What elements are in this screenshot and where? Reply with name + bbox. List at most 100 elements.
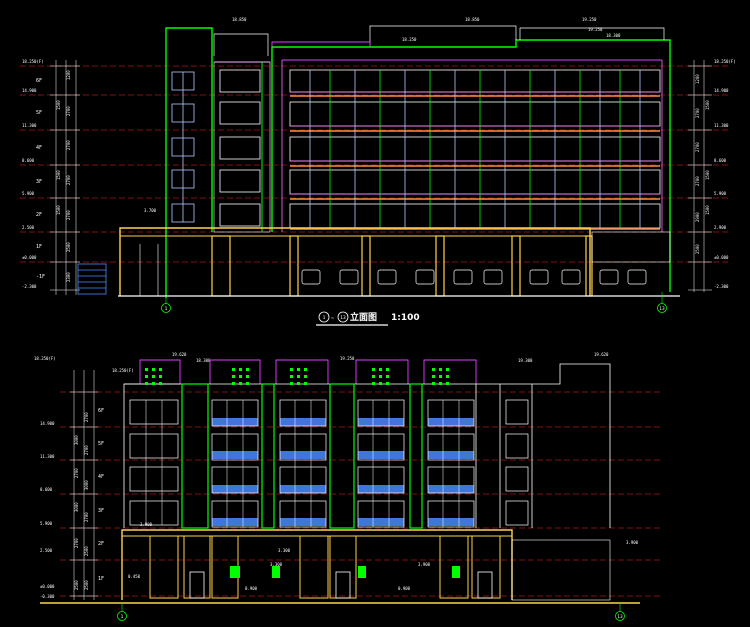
upper-left-dimension-chain — [50, 60, 80, 295]
dim-value: 1200 — [66, 70, 71, 80]
elevation-mark: 18.250(F) — [34, 356, 56, 361]
axis-bubble — [161, 303, 171, 313]
dim-value: 2700 — [66, 175, 71, 185]
dim-value: 1500 — [56, 100, 61, 110]
upper-parking-cars — [301, 269, 647, 285]
dim-value: 2700 — [84, 412, 89, 422]
elevation-mark: ±0.000 — [40, 584, 55, 589]
dim-value: 1500 — [705, 100, 710, 110]
upper-top-elevations: 18.850 18.850 19.250 18.250 19.250 18.30… — [232, 17, 621, 42]
dim-value: 2700 — [74, 468, 79, 478]
floor-label: 3F — [36, 179, 42, 185]
lower-left-elevations: 18.250(F) 14.900 11.300 8.600 5.900 2.50… — [34, 356, 56, 599]
floor-label: 6F — [36, 78, 42, 84]
lower-floor-labels: 6F 5F 4F 3F 2F 1F — [98, 408, 104, 582]
ground-mark: 3.900 — [418, 562, 431, 567]
dim-value: 2700 — [695, 142, 700, 152]
dim-value: 2700 — [84, 445, 89, 455]
upper-floor-lines — [20, 65, 730, 263]
elevation-mark: 11.300 — [40, 454, 55, 459]
elevation-mark: 19.300 — [518, 358, 533, 363]
elevation-mark: -0.300 — [40, 594, 55, 599]
title-separator: ~ — [331, 316, 334, 322]
dim-value: 2300 — [66, 272, 71, 282]
lower-building-outline — [123, 359, 611, 528]
title-axis-end: 13 — [340, 315, 346, 321]
elevation-mark: 14.900 — [40, 421, 55, 426]
elevation-mark: 19.250 — [582, 17, 597, 22]
upper-facade-windows — [219, 69, 661, 230]
dim-value: 2700 — [66, 140, 71, 150]
elevation-mark: 14.900 — [22, 88, 37, 93]
lower-rooftop-vents — [145, 368, 449, 385]
floor-label: 2F — [36, 212, 42, 218]
elevation-mark: 18.250 — [402, 37, 417, 42]
elevation-mark: 5.900 — [22, 191, 35, 196]
elevation-mark: 18.250(F) — [112, 368, 134, 373]
axis-label: 1 — [165, 306, 168, 312]
elevation-mark: 14.900 — [714, 88, 729, 93]
dim-value: 2500 — [695, 244, 700, 254]
upper-entrance-stairs — [77, 263, 107, 295]
elevation-title: 立面图 — [350, 311, 377, 323]
floor-label: 4F — [36, 145, 42, 151]
elevation-mark: 2.500 — [22, 225, 35, 230]
dim-value: 2700 — [66, 210, 71, 220]
elevation-mark: -2.300 — [714, 284, 729, 289]
lower-left-dimension-chain — [70, 370, 98, 600]
floor-label: 5F — [36, 110, 42, 116]
elevation-mark: 18.250(F) — [714, 59, 736, 64]
canopy-elevation: 3.900 — [626, 540, 639, 545]
axis-bubble — [657, 303, 667, 313]
upper-floor-labels: 6F 5F 4F 3F 2F 1F -1F — [36, 78, 45, 280]
upper-stair-windows — [171, 71, 195, 223]
upper-title-block: 1 ~ 13 立面图 1:100 — [316, 311, 420, 326]
dim-value: 1500 — [56, 205, 61, 215]
upper-left-elevations: 18.250(F) 14.900 11.300 8.600 5.900 2.50… — [22, 59, 44, 289]
elevation-mark: 11.300 — [714, 123, 729, 128]
elevation-mark: 2.900 — [714, 225, 727, 230]
lower-floor-lines — [60, 391, 660, 597]
elevation-mark: 8.600 — [22, 158, 35, 163]
floor-label: 4F — [98, 474, 104, 480]
upper-building-outline — [165, 25, 671, 298]
axis-bubble — [615, 611, 625, 621]
dim-value: 2500 — [84, 546, 89, 556]
dim-value: 2500 — [84, 580, 89, 590]
upper-axis-markers: 1 13 — [161, 292, 667, 313]
dim-value: 1500 — [56, 170, 61, 180]
elevation-mark: 18.850 — [465, 17, 480, 22]
floor-label: 5F — [98, 441, 104, 447]
elevation-mark: 18.300 — [196, 358, 211, 363]
elevation-mark: 18.850 — [232, 17, 247, 22]
dim-value: 3000 — [74, 502, 79, 512]
axis-bubble — [117, 611, 127, 621]
lower-canopy-labels: 3.900 3.900 0.450 3.300 3.300 0.900 3.90… — [128, 522, 639, 591]
elevation-mark: ±0.000 — [714, 255, 729, 260]
lower-left-dim-values: 2700 2700 3000 2700 3000 2700 3000 2700 … — [74, 412, 89, 590]
lower-axis-markers: 1 13 — [117, 603, 625, 621]
elevation-mark: 19.250 — [340, 356, 355, 361]
floor-label: 1F — [36, 244, 42, 250]
elevation-mark: 8.600 — [714, 158, 727, 163]
axis-label: 13 — [617, 614, 623, 620]
dim-value: 2500 — [74, 580, 79, 590]
ground-mark: 0.900 — [245, 586, 258, 591]
elevation-scale: 1:100 — [391, 313, 420, 323]
lower-top-elevations: 18.250(F) 19.620 18.300 19.250 19.300 19… — [112, 352, 609, 373]
title-axis-start: 1 — [323, 315, 326, 321]
lower-podium-green-panels — [230, 566, 460, 578]
dim-value: 2700 — [84, 512, 89, 522]
axis-label: 1 — [121, 614, 124, 620]
upper-elevation: 1200 2700 2700 2700 2700 2500 2300 1500 … — [20, 17, 736, 326]
ground-mark: 3.300 — [270, 562, 283, 567]
dim-value: 2700 — [66, 106, 71, 116]
dim-value: 2700 — [695, 176, 700, 186]
elevation-mark: 2.500 — [40, 548, 53, 553]
floor-label: 2F — [98, 541, 104, 547]
elevation-mark: 5.900 — [40, 521, 53, 526]
upper-left-dim-values: 1200 2700 2700 2700 2700 2500 2300 1500 … — [56, 70, 71, 282]
lower-elevation: 2700 2700 3000 2700 3000 2700 3000 2700 … — [34, 352, 660, 621]
floor-label: 3F — [98, 508, 104, 514]
